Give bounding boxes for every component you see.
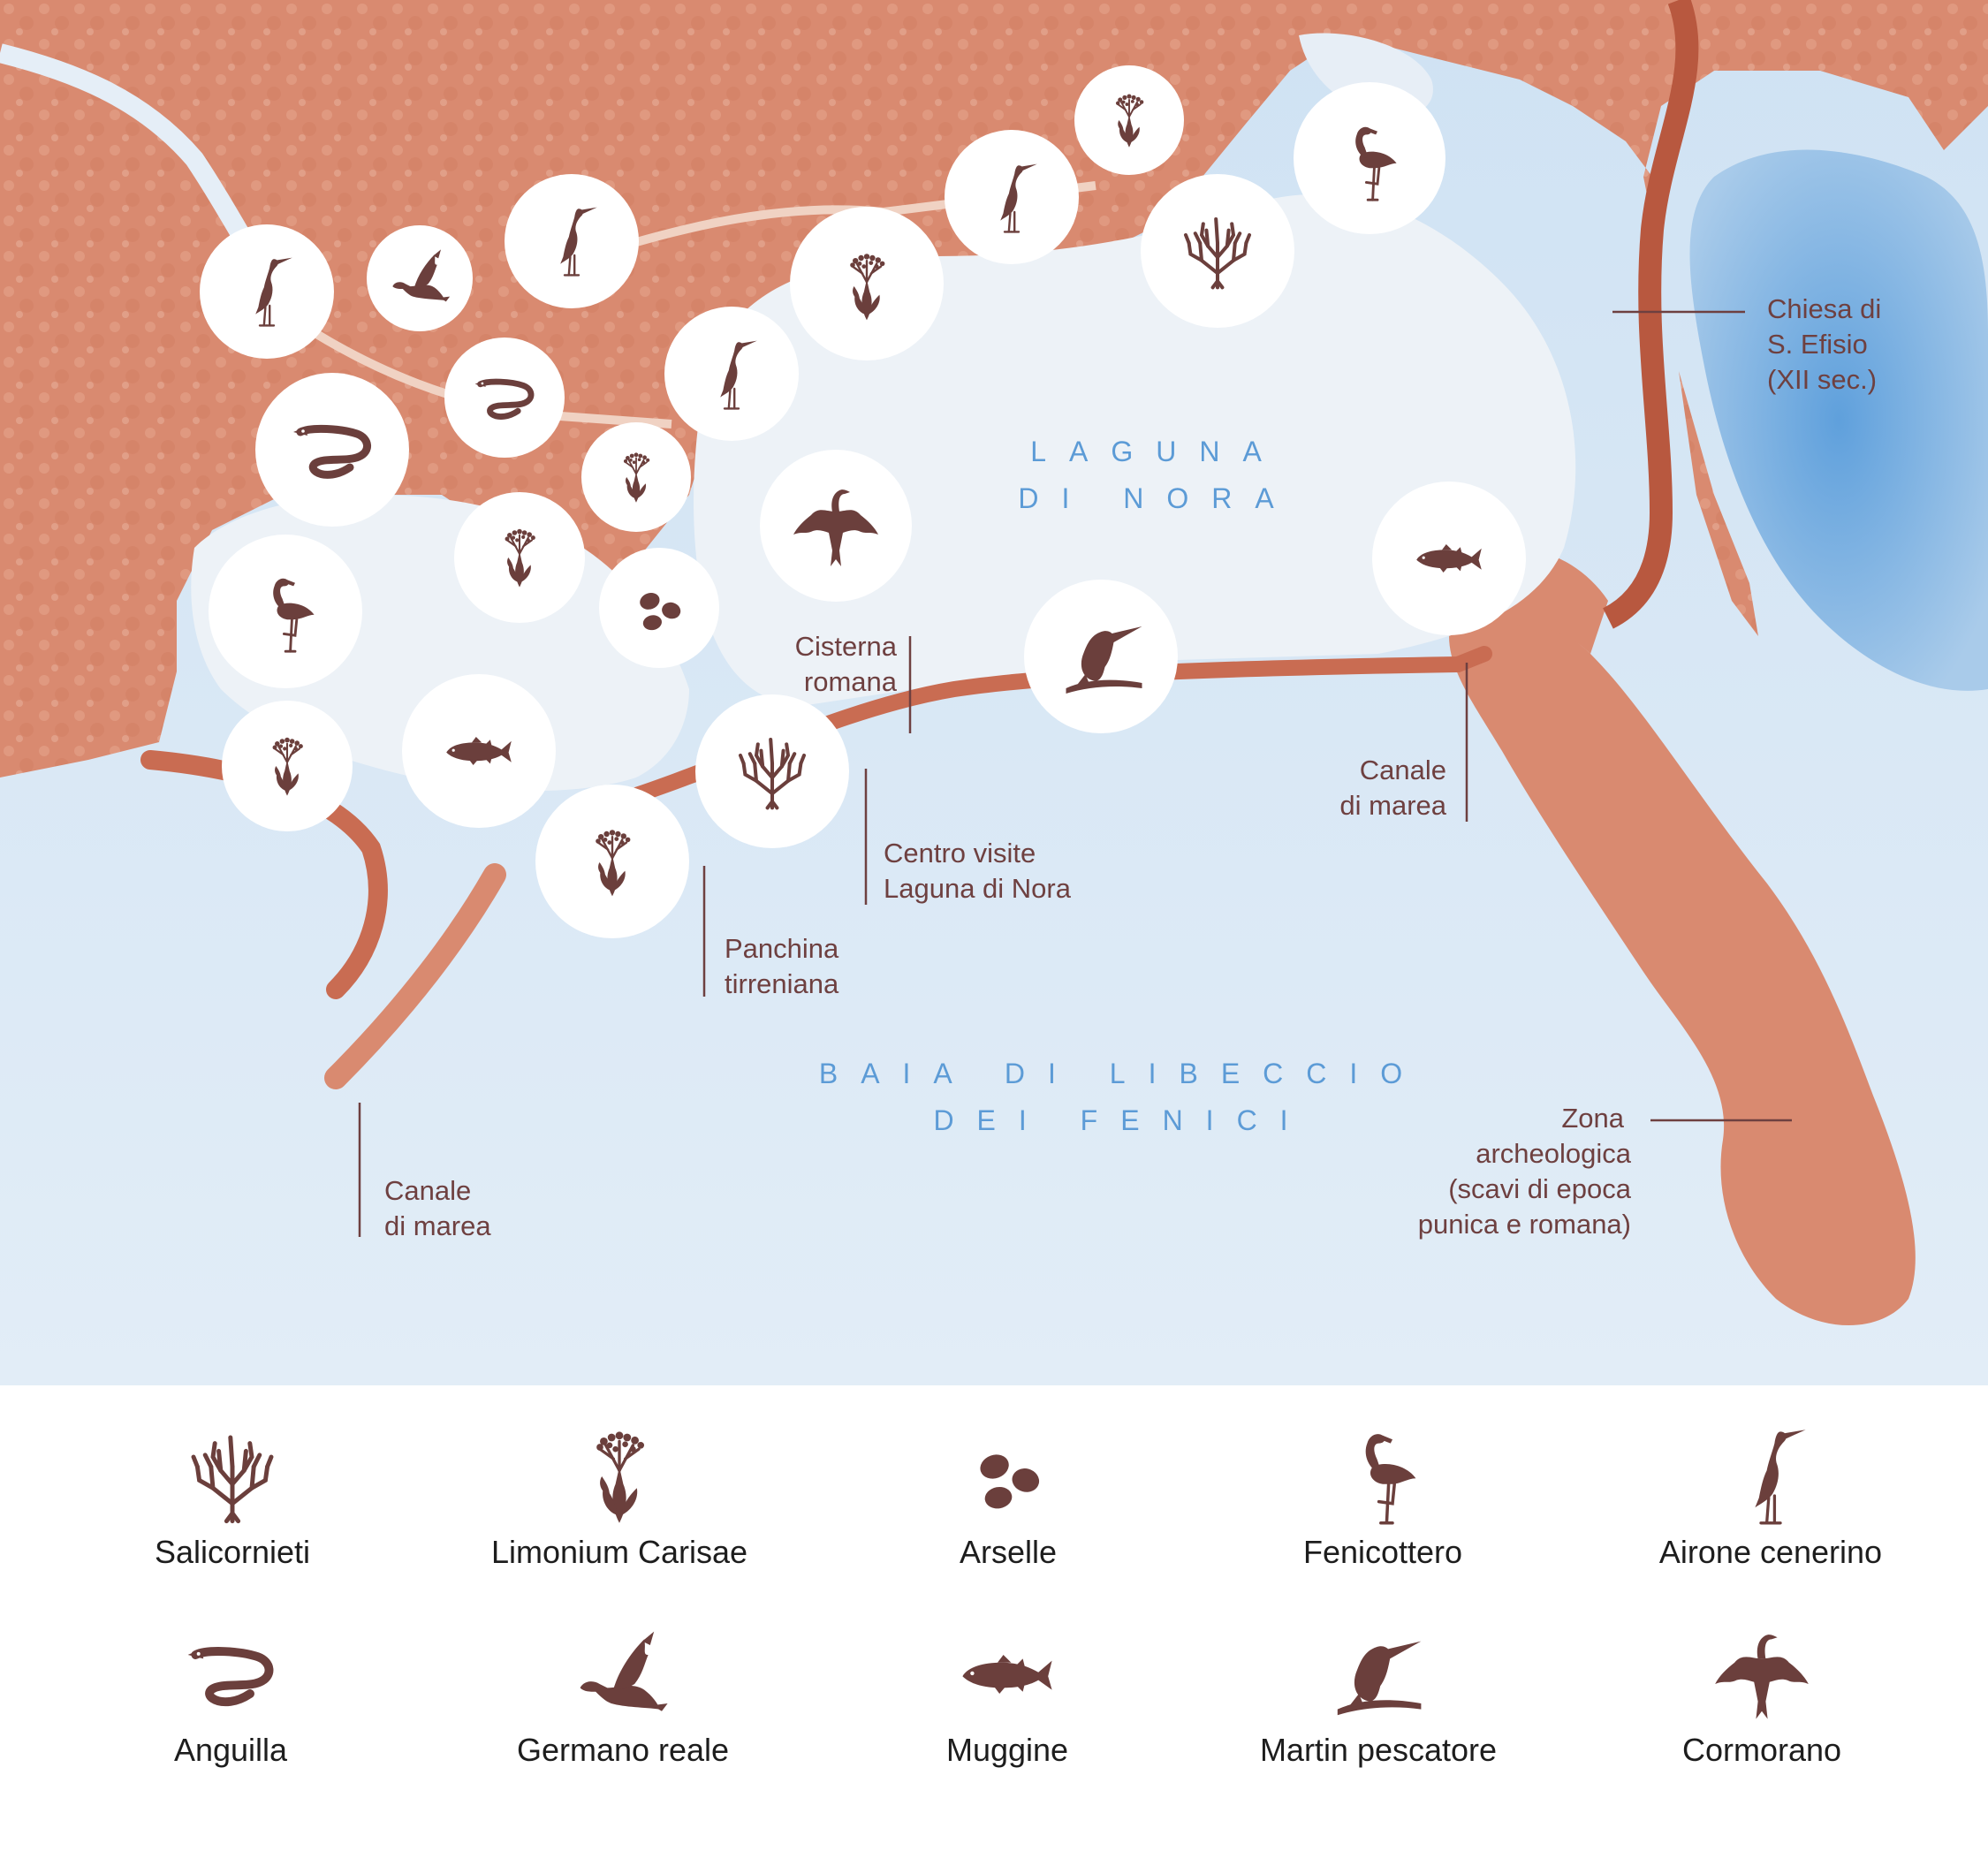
legend-item-fenicottero: Fenicottero <box>1188 1428 1577 1571</box>
svg-text:Panchina: Panchina <box>725 933 839 964</box>
svg-text:(scavi di epoca: (scavi di epoca <box>1448 1173 1632 1204</box>
eel-icon <box>182 1626 279 1723</box>
heron-icon <box>1753 1428 1808 1525</box>
marker-limonium-6 <box>535 785 689 938</box>
legend-label: Germano reale <box>516 1732 730 1768</box>
legend-item-airone: Airone cenerino <box>1576 1428 1965 1571</box>
satellite-map: LAGUNA DI NORA BAIA DI LIBECCIO DEI FENI… <box>0 0 1988 1385</box>
marker-cormorano-1 <box>760 450 912 602</box>
legend-label: Limonium Carisae <box>490 1534 748 1570</box>
legend-item-cormorano: Cormorano <box>1567 1626 1956 1769</box>
marker-martin-1 <box>1024 580 1178 733</box>
label-cisterna: Cisterna romana <box>795 631 912 733</box>
marker-limonium-5 <box>222 701 353 831</box>
water-label-baia: BAIA DI LIBECCIO DEI FENICI <box>819 1058 1425 1136</box>
svg-text:BAIA DI LIBECCIO: BAIA DI LIBECCIO <box>819 1058 1425 1089</box>
svg-text:Cisterna: Cisterna <box>795 631 898 662</box>
legend-item-muggine: Muggine <box>813 1626 1202 1769</box>
mullet-icon <box>962 1655 1052 1694</box>
legend-item-germano: Germano reale <box>429 1626 817 1769</box>
marker-limonium-1 <box>1074 65 1184 175</box>
marker-limonium-2 <box>790 207 944 360</box>
marker-fenicottero-2 <box>209 535 362 688</box>
svg-text:romana: romana <box>804 666 898 697</box>
flamingo-icon <box>1363 1432 1418 1525</box>
marker-fenicottero-1 <box>1294 82 1445 234</box>
svg-text:(XII sec.): (XII sec.) <box>1767 364 1877 395</box>
marker-arselle-1 <box>599 548 719 668</box>
legend-item-limonium: Limonium Carisae <box>425 1428 814 1571</box>
label-canale-east: Canale di marea <box>1339 663 1468 822</box>
svg-text:Canale: Canale <box>1360 755 1446 785</box>
legend-label: Cormorano <box>1681 1732 1842 1768</box>
svg-text:punica e romana): punica e romana) <box>1418 1209 1631 1240</box>
east-lagoon <box>1689 149 1988 691</box>
marker-germano-1 <box>367 225 473 331</box>
marker-airone-3 <box>945 130 1079 264</box>
label-chiesa: Chiesa di S. Efisio (XII sec.) <box>1612 293 1881 395</box>
limonium-icon <box>595 1430 646 1525</box>
legend-label: Airone cenerino <box>1658 1534 1883 1570</box>
duck-icon <box>580 1631 668 1711</box>
legend-label: Fenicottero <box>1302 1534 1463 1570</box>
marker-airone-4 <box>664 307 799 441</box>
svg-text:Chiesa di: Chiesa di <box>1767 293 1881 324</box>
marker-salicornieti-1 <box>1141 174 1294 328</box>
marker-anguilla-1 <box>255 373 409 527</box>
label-centro: Centro visite Laguna di Nora <box>864 769 1072 905</box>
legend-label: Martin pescatore <box>1259 1732 1498 1768</box>
label-zona: Zona archeologica (scavi di epoca punica… <box>1418 1103 1792 1240</box>
svg-text:S. Efisio: S. Efisio <box>1767 329 1868 360</box>
svg-text:tirreniana: tirreniana <box>725 968 839 999</box>
cormorant-icon <box>1715 1635 1809 1719</box>
marker-limonium-4 <box>454 492 585 623</box>
svg-text:DI NORA: DI NORA <box>1018 482 1296 514</box>
marker-muggine-1 <box>1372 482 1526 635</box>
svg-text:Canale: Canale <box>384 1175 471 1206</box>
clams-icon <box>976 1450 1043 1511</box>
marker-airone-2 <box>505 174 639 308</box>
legend: Salicornieti Limonium Carisae Arselle Fe… <box>0 1385 1988 1866</box>
svg-text:di marea: di marea <box>1339 790 1446 821</box>
west-jetty-2 <box>324 863 506 1089</box>
land-north <box>0 0 1988 778</box>
legend-item-martin: Martin pescatore <box>1184 1626 1573 1769</box>
svg-text:Laguna di Nora: Laguna di Nora <box>884 873 1072 904</box>
marker-muggine-2 <box>402 674 556 828</box>
marker-salicornieti-2 <box>695 694 849 848</box>
svg-text:archeologica: archeologica <box>1476 1138 1632 1169</box>
legend-label: Salicornieti <box>154 1534 311 1570</box>
kingfisher-icon <box>1337 1641 1422 1716</box>
legend-item-arselle: Arselle <box>814 1428 1203 1571</box>
label-canale-west: Canale di marea <box>358 1103 491 1241</box>
marker-airone-1 <box>200 224 334 359</box>
svg-text:di marea: di marea <box>384 1210 491 1241</box>
legend-label: Arselle <box>959 1534 1058 1570</box>
svg-text:Centro visite: Centro visite <box>884 838 1036 869</box>
legend-label: Anguilla <box>173 1732 288 1768</box>
east-road <box>1602 0 1699 629</box>
svg-text:LAGUNA: LAGUNA <box>1030 436 1285 467</box>
water-label-laguna: LAGUNA DI NORA <box>1018 436 1296 514</box>
land-headland <box>1449 620 1916 1325</box>
svg-text:Zona: Zona <box>1561 1103 1624 1134</box>
legend-item-anguilla: Anguilla <box>36 1626 425 1769</box>
label-panchina: Panchina tirreniana <box>702 866 839 999</box>
legend-label: Muggine <box>945 1732 1069 1768</box>
svg-text:DEI FENICI: DEI FENICI <box>933 1104 1310 1136</box>
salicornia-icon <box>184 1428 281 1525</box>
legend-item-salicornieti: Salicornieti <box>38 1428 427 1571</box>
marker-anguilla-2 <box>444 338 565 458</box>
marker-limonium-3 <box>581 422 691 532</box>
